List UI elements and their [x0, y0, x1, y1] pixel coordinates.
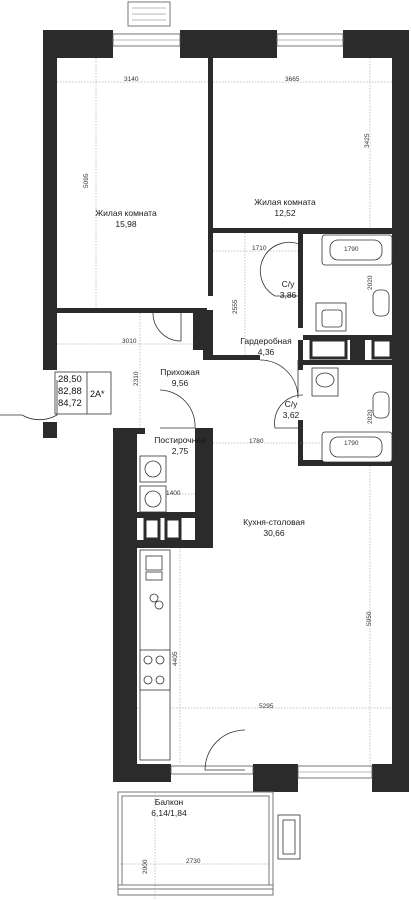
balcony-outline — [117, 791, 274, 896]
dimension-label: 2555 — [232, 299, 239, 314]
dimension-label: 5295 — [259, 703, 274, 710]
laundry-closets — [143, 338, 393, 541]
walls — [43, 30, 409, 792]
dimension-label: 3010 — [122, 338, 137, 345]
dimension-label: 1400 — [166, 490, 181, 497]
dimension-label: 5095 — [83, 173, 90, 188]
summary-box — [54, 371, 112, 415]
total-area-with-balcony: 84,72 — [58, 398, 82, 409]
dimension-label: 1790 — [344, 440, 359, 447]
dimension-label: 3665 — [285, 76, 300, 83]
fixtures — [139, 234, 393, 860]
total-area: 82,88 — [58, 386, 82, 397]
dimension-label: 4405 — [172, 651, 179, 666]
dimension-label: 2000 — [142, 859, 149, 874]
dimension-label: 3425 — [364, 133, 371, 148]
dimension-lines — [57, 58, 392, 900]
window-lines — [113, 7, 372, 773]
dimension-label: 3140 — [124, 76, 139, 83]
dimension-label: 2730 — [186, 858, 201, 865]
dimension-label: 1790 — [344, 246, 359, 253]
dimension-label: 1710 — [252, 245, 267, 252]
apartment-type: 2А* — [90, 389, 105, 399]
dimension-label: 2020 — [367, 275, 374, 290]
dimension-label: 5950 — [366, 611, 373, 626]
doors — [0, 242, 304, 771]
living-area: 28,50 — [58, 374, 82, 385]
area-summary: 28,50 82,88 84,72 — [58, 374, 108, 410]
dimension-label: 2310 — [133, 371, 140, 386]
dimension-label: 1780 — [249, 438, 264, 445]
dimension-label: 2020 — [367, 409, 374, 424]
